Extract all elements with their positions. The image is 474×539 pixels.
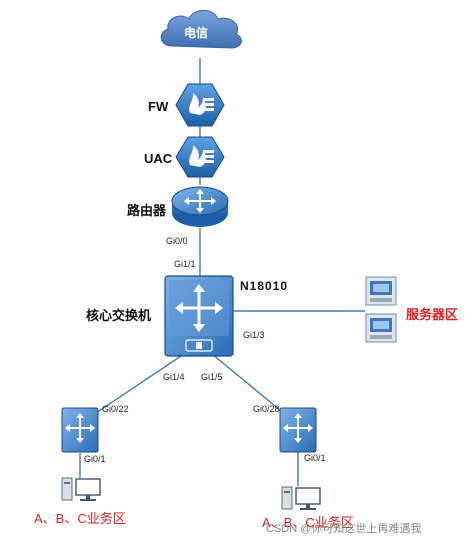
- port-left-sw-down: Gi0/1: [84, 454, 106, 464]
- core-switch-icon: [164, 275, 234, 357]
- firewall-icon: [175, 83, 225, 127]
- pc-left-icon: [61, 477, 101, 501]
- core-switch-label: 核心交换机: [86, 308, 152, 323]
- link-core-right: [211, 353, 287, 416]
- uac-label: UAC: [144, 151, 173, 166]
- port-left-sw-up: Gi0/22: [102, 404, 129, 414]
- port-core-left: Gi1/4: [163, 372, 185, 382]
- access-switch-right-icon: [279, 407, 317, 453]
- isp-cloud-icon: [160, 9, 242, 49]
- port-right-sw-down: Gi0/1: [304, 453, 326, 463]
- port-router-down: Gi0/0: [166, 236, 188, 246]
- links: [79, 58, 365, 486]
- isp-label: 电信: [184, 26, 209, 40]
- server-zone-label: 服务器区: [406, 307, 459, 322]
- router-icon: [171, 186, 229, 227]
- access-switch-left-icon: [61, 407, 99, 453]
- server-icon: [365, 276, 397, 343]
- port-core-server: Gi1/3: [243, 330, 265, 340]
- link-core-left: [89, 353, 185, 418]
- pc-right-icon: [281, 486, 321, 510]
- port-core-right: Gi1/5: [201, 372, 223, 382]
- port-right-sw-up: Gi0/28: [253, 404, 280, 414]
- watermark: CSDN @你可知这世上再难遇我: [266, 523, 422, 535]
- router-label: 路由器: [127, 203, 167, 218]
- core-model-label: N18010: [240, 279, 289, 293]
- uac-icon: [175, 136, 225, 178]
- zone-left-label: A、B、C业务区: [34, 511, 126, 526]
- zone-right-label: A、B、C业务区: [262, 515, 354, 530]
- firewall-label: FW: [148, 99, 169, 114]
- port-core-up: Gi1/1: [174, 259, 196, 269]
